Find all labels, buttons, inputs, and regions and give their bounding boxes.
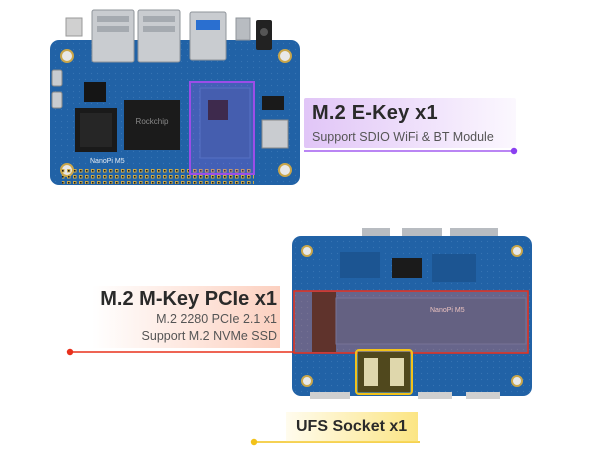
chip-icon	[84, 82, 106, 102]
chip-icon	[75, 108, 117, 152]
chip-brand: Rockchip	[136, 117, 169, 126]
mkey-line2: Support M.2 NVMe SSD	[141, 329, 277, 343]
board-silkscreen-bottom: NanoPi M5	[430, 307, 465, 314]
mkey-dot	[66, 348, 74, 356]
ekey-dot	[510, 147, 518, 155]
gpio-header	[62, 168, 254, 184]
ethernet-port-icon	[91, 9, 135, 63]
mkey-callout: M.2 M-Key PCIe x1 M.2 2280 PCIe 2.1 x1 S…	[100, 288, 277, 345]
mkey-line1: M.2 2280 PCIe 2.1 x1	[156, 312, 277, 326]
chip-icon: Rockchip	[124, 100, 180, 150]
top-board: Rockchip NanoPi M5	[50, 9, 300, 185]
audio-jack-icon	[256, 20, 272, 50]
usb-port-icon	[189, 11, 227, 61]
ethernet-port-icon	[137, 9, 181, 63]
ekey-callout: M.2 E-Key x1 Support SDIO WiFi & BT Modu…	[312, 102, 494, 144]
ekey-subtitle: Support SDIO WiFi & BT Module	[312, 130, 494, 144]
mkey-label-bg	[92, 286, 280, 348]
ekey-label-bg	[304, 98, 516, 148]
bottom-board: NanoPi M5	[292, 228, 532, 399]
mkey-highlight-box	[293, 290, 529, 354]
ekey-title: M.2 E-Key x1	[312, 102, 438, 124]
ufs-title: UFS Socket x1	[296, 418, 408, 435]
board-silkscreen: NanoPi M5	[90, 158, 125, 165]
ufs-highlight-box	[355, 349, 413, 395]
ufs-label-bg	[286, 412, 418, 442]
ufs-callout: UFS Socket x1	[296, 418, 407, 436]
mkey-title: M.2 M-Key PCIe x1	[100, 288, 277, 310]
ufs-dot	[250, 438, 258, 446]
ekey-highlight-box	[189, 81, 255, 175]
